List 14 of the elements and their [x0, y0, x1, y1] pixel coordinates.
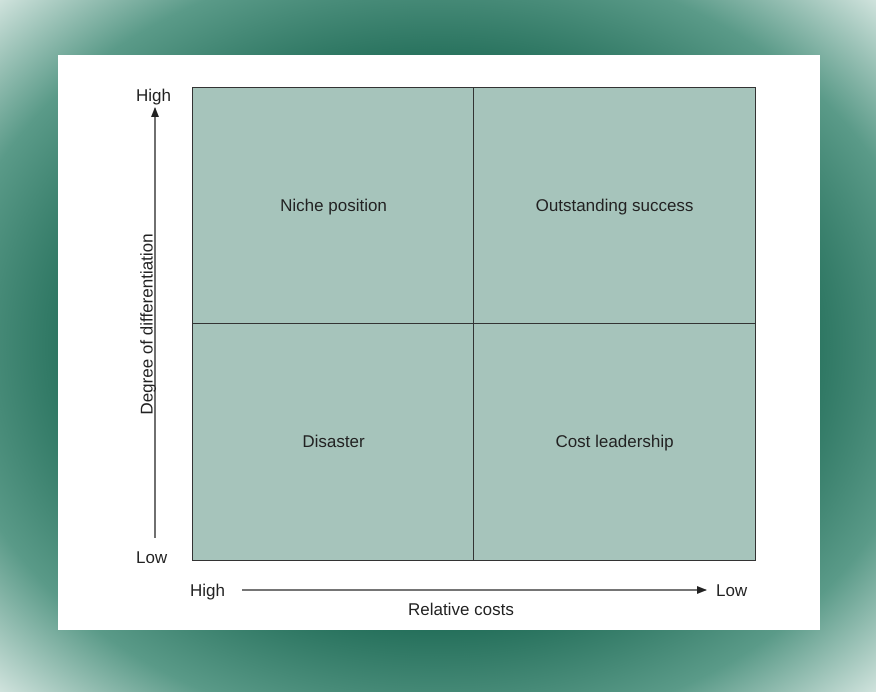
axis-title: Degree of differentiation — [138, 233, 158, 415]
quadrant-label: Outstanding success — [536, 196, 694, 216]
matrix-quadrant — [192, 87, 475, 325]
axis-end-label: Low — [136, 548, 168, 568]
axis-end-label: High — [136, 86, 171, 106]
axis-end-label: Low — [716, 581, 748, 601]
matrix-quadrant — [473, 323, 756, 561]
quadrant-label: Niche position — [280, 196, 387, 216]
axis-title: Relative costs — [408, 600, 514, 620]
quadrant-label: Disaster — [302, 432, 365, 452]
matrix-quadrant — [192, 323, 475, 561]
axis-end-label: High — [190, 581, 225, 601]
quadrant-label: Cost leadership — [555, 432, 674, 452]
matrix-quadrant — [473, 87, 756, 325]
